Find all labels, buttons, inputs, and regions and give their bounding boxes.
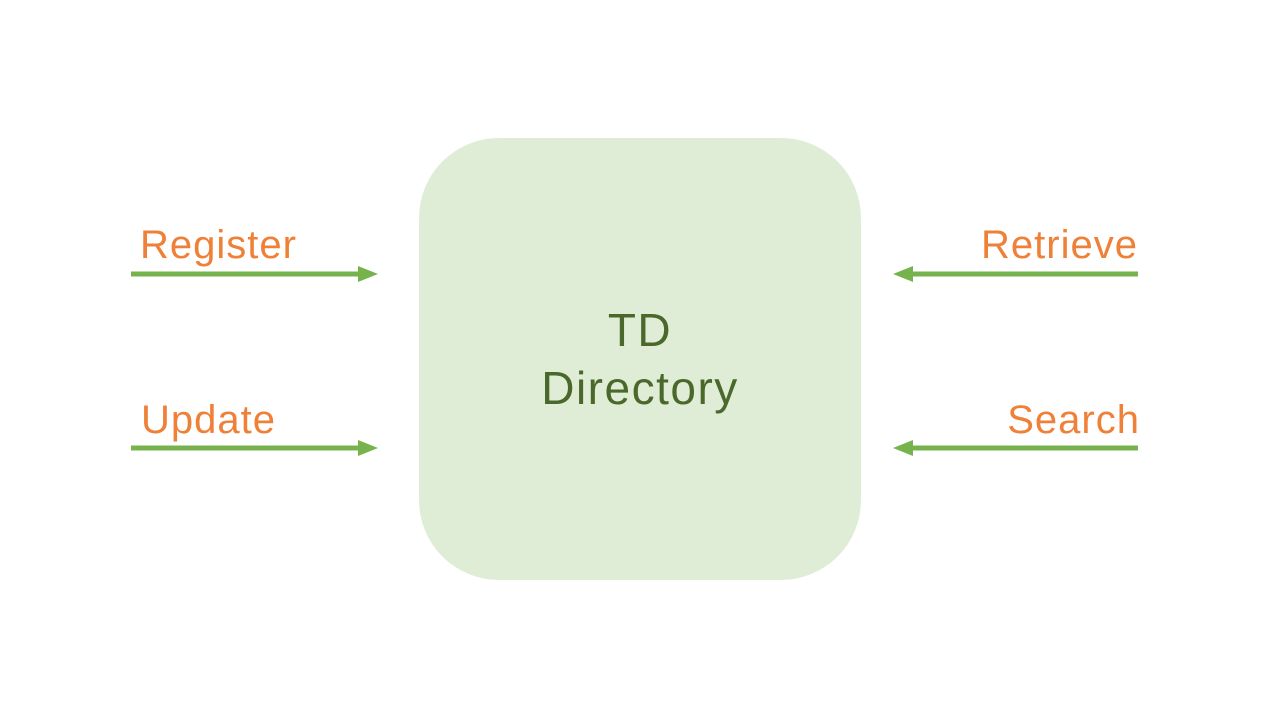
update-arrow-right-icon xyxy=(131,440,378,456)
td-directory-title-line1: TD xyxy=(607,304,673,356)
search-arrow-left-icon xyxy=(893,440,1138,456)
update-label: Update xyxy=(141,398,276,442)
register-arrow-right-icon xyxy=(131,266,378,282)
register-label: Register xyxy=(140,223,297,267)
search-label: Search xyxy=(1007,398,1140,442)
retrieve-arrow-left-icon xyxy=(893,266,1138,282)
retrieve-label: Retrieve xyxy=(981,223,1138,267)
td-directory-box: TD Directory xyxy=(419,138,861,580)
td-directory-title-line2: Directory xyxy=(541,362,739,414)
